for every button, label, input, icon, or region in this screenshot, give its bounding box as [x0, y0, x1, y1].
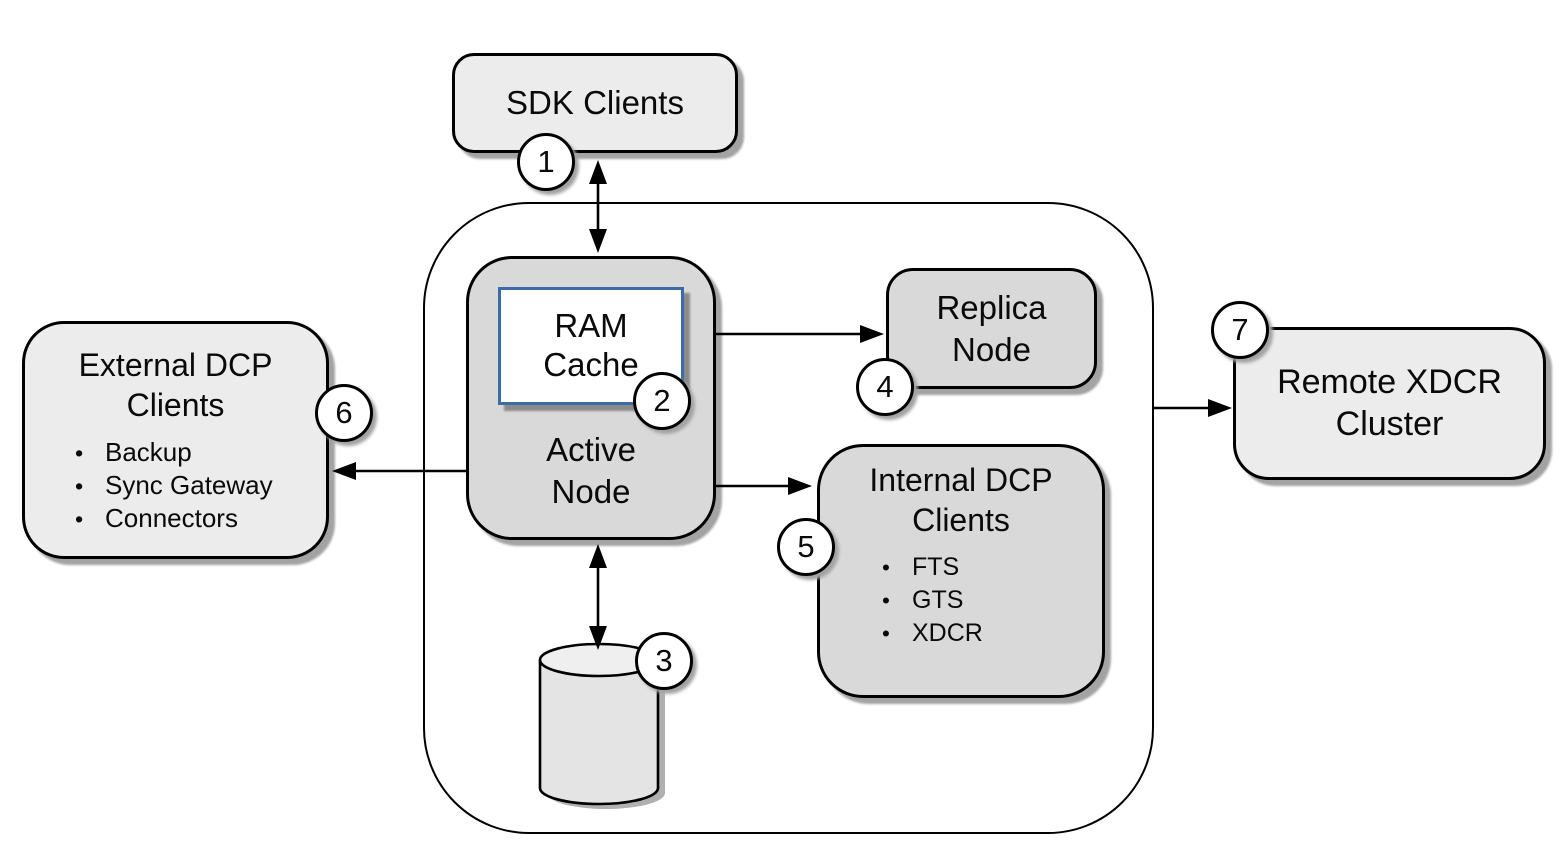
remote-xdcr-cluster-label: Remote XDCR Cluster	[1277, 363, 1502, 443]
node-external-dcp-clients: External DCP Clients Backup Sync Gateway…	[22, 321, 329, 559]
list-item: Backup	[75, 436, 273, 469]
ram-cache-label: RAM Cache	[543, 307, 639, 383]
replica-node-label: Replica Node	[936, 289, 1047, 368]
node-replica-node: Replica Node	[886, 268, 1097, 389]
step-badge-7: 7	[1211, 301, 1269, 359]
node-active-node: RAM Cache Active Node	[466, 256, 716, 540]
arrow-cluster-remote	[1154, 399, 1232, 417]
active-node-label: Active Node	[546, 431, 636, 510]
list-item: XDCR	[882, 617, 983, 650]
list-item: Connectors	[75, 502, 273, 535]
step-badge-1: 1	[517, 133, 575, 191]
step-badge-2: 2	[633, 372, 691, 430]
node-ram-cache: RAM Cache	[498, 287, 684, 405]
node-sdk-clients: SDK Clients	[452, 53, 738, 153]
list-item: FTS	[882, 551, 983, 584]
list-item: Sync Gateway	[75, 469, 273, 502]
step-badge-4: 4	[856, 358, 914, 416]
step-badge-5: 5	[777, 518, 835, 576]
step-badge-3: 3	[635, 632, 693, 690]
step-badge-6: 6	[315, 384, 373, 442]
node-remote-xdcr-cluster: Remote XDCR Cluster	[1233, 327, 1546, 480]
list-item: GTS	[882, 584, 983, 617]
internal-dcp-clients-list: FTS GTS XDCR	[882, 551, 983, 650]
active-node-label-wrap: Active Node	[526, 405, 656, 537]
external-dcp-clients-title: External DCP Clients	[78, 347, 273, 423]
internal-dcp-clients-title: Internal DCP Clients	[869, 462, 1053, 538]
node-internal-dcp-clients: Internal DCP Clients FTS GTS XDCR	[817, 444, 1105, 698]
external-dcp-clients-list: Backup Sync Gateway Connectors	[75, 436, 273, 535]
sdk-clients-label: SDK Clients	[506, 84, 684, 121]
